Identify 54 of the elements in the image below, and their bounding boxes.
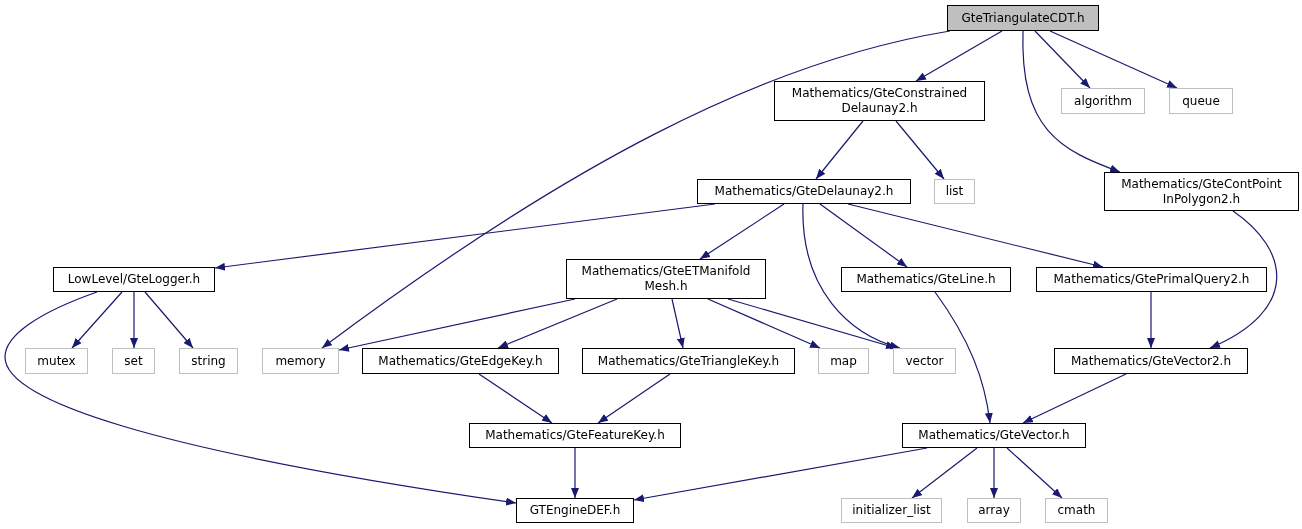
- dependency-arrow: [895, 120, 945, 180]
- dependency-arrow: [1034, 30, 1091, 89]
- dependency-arrow: [1022, 373, 1127, 424]
- header-file-box: Mathematics/GteDelaunay2.h: [697, 179, 911, 204]
- dependency-arrow: [847, 203, 1104, 269]
- dependency-arrow: [338, 298, 576, 352]
- dependency-arrow: [1209, 210, 1278, 349]
- system-header-box: string: [179, 348, 238, 374]
- header-file-box: Mathematics/GteVector2.h: [1054, 348, 1248, 374]
- system-header-box: list: [934, 179, 975, 204]
- dependency-arrow: [802, 203, 901, 349]
- dependency-arrow: [1022, 30, 1121, 173]
- dependency-arrow: [1006, 447, 1063, 499]
- system-header-box: set: [112, 348, 155, 374]
- dependency-arrow: [934, 291, 993, 424]
- header-file-box: Mathematics/GteContPoint InPolygon2.h: [1104, 172, 1299, 211]
- dependency-arrow: [815, 120, 864, 180]
- dependency-arrow: [144, 291, 194, 349]
- dependency-arrow: [819, 203, 908, 268]
- header-file-box: Mathematics/GtePrimalQuery2.h: [1036, 267, 1267, 292]
- system-header-box: cmath: [1045, 498, 1108, 523]
- dependency-arrow: [915, 30, 1003, 82]
- dependency-arrow: [130, 291, 138, 349]
- header-file-box: Mathematics/GteETManifold Mesh.h: [566, 259, 766, 299]
- system-header-box: map: [818, 348, 869, 374]
- header-file-box: Mathematics/GteTriangleKey.h: [582, 348, 795, 374]
- dependency-arrow: [71, 291, 123, 349]
- header-file-box: LowLevel/GteLogger.h: [53, 267, 215, 292]
- dependency-arrow: [1147, 291, 1155, 349]
- system-header-box: vector: [893, 348, 956, 374]
- dependency-arrow: [478, 373, 553, 424]
- dependency-arrow: [497, 298, 618, 349]
- header-file-box: GTEngineDEF.h: [516, 498, 634, 523]
- system-header-box: mutex: [25, 348, 88, 374]
- system-header-box: algorithm: [1061, 88, 1145, 114]
- dependency-arrow: [4, 291, 517, 506]
- header-file-box: Mathematics/GteLine.h: [841, 267, 1011, 292]
- dependency-arrow: [699, 203, 785, 260]
- system-header-box: initializer_list: [841, 498, 942, 523]
- dependency-arrow: [571, 447, 579, 499]
- current-file-box: GteTriangulateCDT.h: [947, 5, 1099, 31]
- dependency-arrow: [911, 447, 978, 499]
- dependency-arrow: [707, 298, 821, 349]
- dependency-arrow: [597, 373, 671, 424]
- header-file-box: Mathematics/GteVector.h: [902, 423, 1086, 448]
- header-file-box: Mathematics/GteConstrained Delaunay2.h: [774, 81, 985, 121]
- system-header-box: array: [967, 498, 1021, 523]
- header-file-box: Mathematics/GteFeatureKey.h: [469, 423, 681, 448]
- header-file-box: Mathematics/GteEdgeKey.h: [362, 348, 559, 374]
- system-header-box: memory: [262, 348, 339, 374]
- dependency-arrow: [671, 298, 685, 349]
- dependency-arrow: [990, 447, 998, 499]
- dependency-arrow: [1049, 30, 1178, 89]
- system-header-box: queue: [1169, 88, 1233, 114]
